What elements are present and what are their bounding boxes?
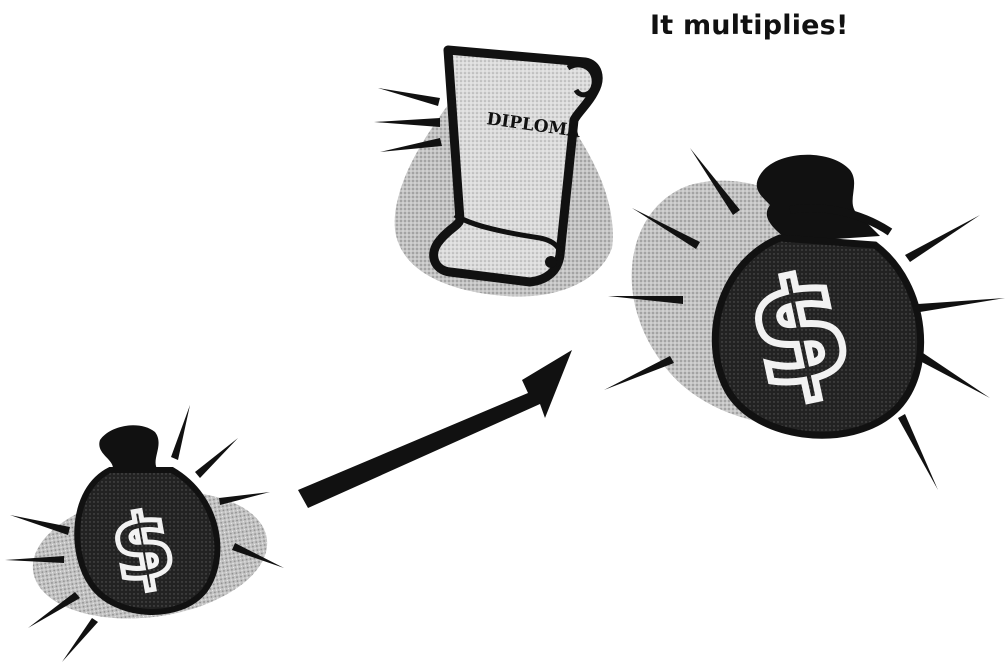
diploma-roll-end <box>545 256 557 268</box>
small-money-bag: $ <box>5 405 284 662</box>
large-bag-knot <box>757 155 880 242</box>
large-money-bag: $ <box>604 148 1005 490</box>
arrow-up-right-icon <box>298 350 572 508</box>
diploma-scroll-icon: DIPLOMA <box>374 50 613 297</box>
small-bag-knot <box>99 425 158 472</box>
diploma-burst-lines <box>374 88 442 152</box>
